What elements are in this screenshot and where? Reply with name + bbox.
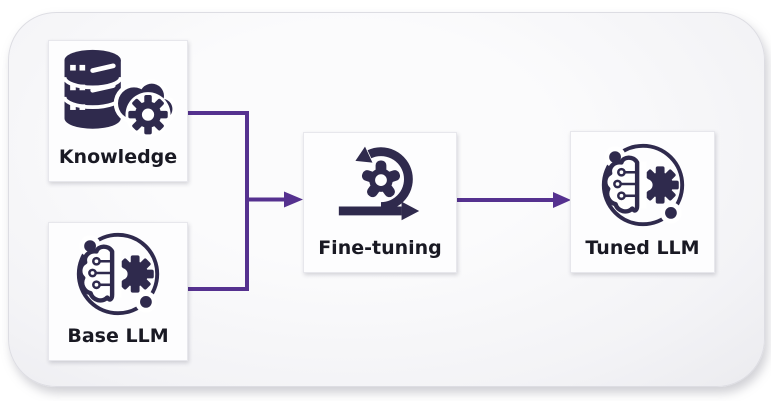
node-label-tuned-llm: Tuned LLM (585, 237, 700, 259)
node-tuned-llm: Tuned LLM (570, 131, 715, 273)
node-label-knowledge: Knowledge (58, 146, 178, 168)
circuit-traces (88, 256, 113, 290)
gear-icon (116, 255, 154, 293)
circuit-traces (612, 167, 637, 200)
node-label-fine-tuning: Fine-tuning (318, 237, 442, 259)
ai-brain-gear-icon (571, 132, 714, 237)
loop-arrowhead (355, 146, 373, 163)
node-fine-tuning: Fine-tuning (303, 132, 457, 273)
agile-loop-gear-icon (304, 133, 456, 237)
node-label-base-llm: Base LLM (67, 325, 169, 347)
node-base-llm: Base LLM (48, 222, 188, 361)
loop-arrow (367, 147, 413, 211)
gear-icon (641, 165, 679, 204)
database-cloud-gear-icon (49, 41, 187, 146)
node-knowledge: Knowledge (48, 40, 188, 182)
ai-brain-gear-icon (49, 223, 187, 325)
forward-arrowhead (401, 201, 420, 221)
